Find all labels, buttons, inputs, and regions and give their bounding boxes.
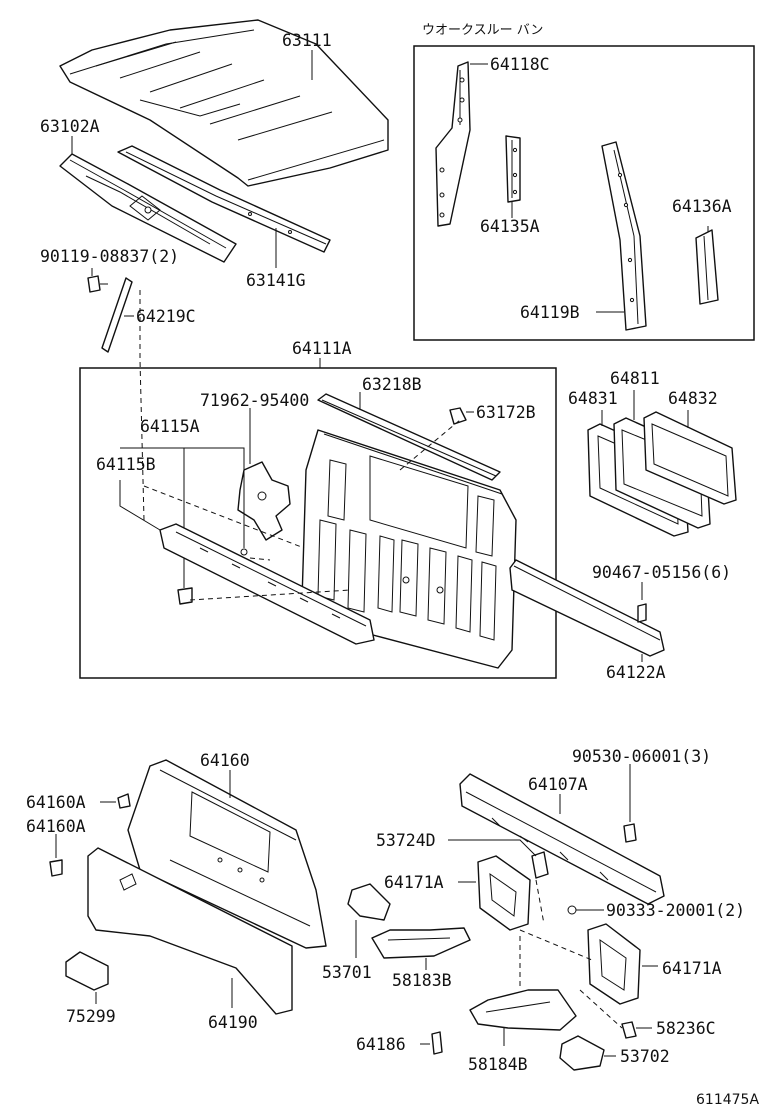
part-63111[interactable]: [59, 19, 389, 187]
part-64119b[interactable]: [601, 141, 647, 331]
inset-title: ウオークスルー バン: [422, 23, 543, 38]
label-64118c: 64118C: [490, 55, 550, 74]
label-63172b: 63172B: [476, 403, 536, 422]
part-64115b[interactable]: [159, 523, 375, 645]
label-90119-08837: 90119-08837(2): [40, 247, 179, 266]
label-64107a: 64107A: [528, 775, 588, 794]
part-64136a[interactable]: [695, 229, 719, 305]
roof-group: 63111 63102A 63141G 90119-08837(2) 64219…: [40, 19, 389, 521]
label-63141g: 63141G: [246, 271, 306, 290]
label-64115a: 64115A: [140, 417, 200, 436]
label-64832: 64832: [668, 389, 718, 408]
part-53724d[interactable]: [531, 851, 549, 879]
part-64171a-2[interactable]: [587, 923, 641, 1005]
part-58183b[interactable]: [371, 927, 471, 959]
label-53701: 53701: [322, 963, 372, 982]
part-64190[interactable]: [87, 847, 293, 1015]
label-64160: 64160: [200, 751, 250, 770]
label-64831: 64831: [568, 389, 618, 408]
label-64160a-1: 64160A: [26, 793, 86, 812]
label-64136a: 64136A: [672, 197, 732, 216]
label-63218b: 63218B: [362, 375, 422, 394]
label-53702: 53702: [620, 1047, 670, 1066]
label-90530-06001: 90530-06001(3): [572, 747, 711, 766]
label-63102a: 63102A: [40, 117, 100, 136]
part-53702[interactable]: [559, 1035, 605, 1071]
label-71962-95400: 71962-95400: [200, 391, 309, 410]
inset-walkthrough-van: ウオークスルー バン 64118C 64135A 64119B 64136A: [413, 23, 755, 341]
part-63172b[interactable]: [449, 407, 467, 425]
part-64135a[interactable]: [505, 135, 521, 203]
part-75299[interactable]: [65, 951, 109, 991]
label-64122a: 64122A: [606, 663, 666, 682]
label-53724d: 53724D: [376, 831, 436, 850]
back-window-group: 64811 64831 64832: [568, 369, 737, 537]
part-64111a[interactable]: [301, 429, 517, 669]
label-90333-20001: 90333-20001(2): [606, 901, 745, 920]
label-64186: 64186: [356, 1035, 406, 1054]
label-64219c: 64219C: [136, 307, 196, 326]
part-53701[interactable]: [347, 883, 391, 921]
part-64160[interactable]: [127, 759, 327, 949]
part-64832[interactable]: [643, 411, 737, 505]
back-panel-group: 64111A 63218B 71962-95400 63172B 64115A …: [79, 339, 557, 679]
label-64190: 64190: [208, 1013, 258, 1032]
label-90467-05156: 90467-05156(6): [592, 563, 731, 582]
part-64219c[interactable]: [101, 277, 133, 353]
label-64171a-2: 64171A: [662, 959, 722, 978]
part-63218b[interactable]: [317, 393, 501, 481]
label-58184b: 58184B: [468, 1055, 528, 1074]
part-58236c[interactable]: [621, 1021, 637, 1039]
part-58184b[interactable]: [469, 989, 577, 1031]
part-64186[interactable]: [431, 1031, 443, 1055]
label-64119b: 64119B: [520, 303, 580, 322]
part-64118c[interactable]: [435, 61, 471, 227]
label-58236c: 58236C: [656, 1019, 716, 1038]
clip-icon: [177, 548, 248, 605]
label-64135a: 64135A: [480, 217, 540, 236]
part-64107a[interactable]: [459, 773, 665, 905]
label-64115b: 64115B: [96, 455, 156, 474]
part-90530-06001[interactable]: [623, 823, 637, 843]
label-64171a-1: 64171A: [384, 873, 444, 892]
label-58183b: 58183B: [392, 971, 452, 990]
part-71962-95400[interactable]: [237, 461, 291, 541]
label-64160a-2: 64160A: [26, 817, 86, 836]
back-panel-frame: [79, 367, 557, 679]
part-90467-05156[interactable]: [637, 603, 647, 623]
rear-panel-group: 64160 64160A 64160A 64190 75299: [26, 751, 327, 1032]
inset-frame: [413, 45, 755, 341]
part-64160a-2[interactable]: [49, 859, 63, 877]
label-63111: 63111: [282, 31, 332, 50]
part-64160a-1[interactable]: [117, 793, 131, 809]
label-64811: 64811: [610, 369, 660, 388]
part-90333-20001[interactable]: [567, 905, 577, 915]
label-64111a: 64111A: [292, 339, 352, 358]
figure-id: 611475A: [696, 1092, 759, 1108]
part-64171a-1[interactable]: [477, 855, 531, 931]
label-75299: 75299: [66, 1007, 116, 1026]
bolt-icon: [87, 275, 108, 293]
crossmember-group: 64107A 90530-06001(3) 53724D 64171A 9033…: [322, 747, 745, 1074]
